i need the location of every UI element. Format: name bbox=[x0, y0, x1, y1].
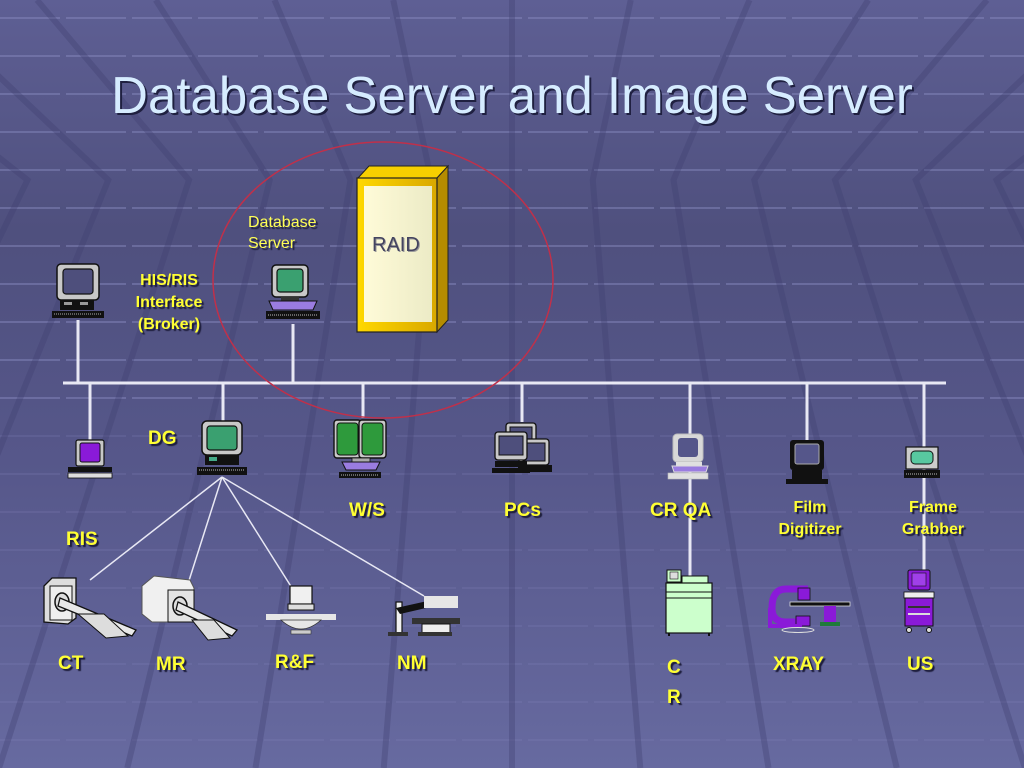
slide-title: Database Server and Image Server bbox=[111, 67, 913, 125]
gateway-computer-icon[interactable] bbox=[197, 420, 247, 475]
cr-label-line: R bbox=[667, 687, 681, 708]
film-digitizer-label-line: Film bbox=[793, 499, 827, 516]
xray-c-arm-icon[interactable] bbox=[768, 585, 851, 633]
link-dg-mr bbox=[185, 476, 223, 591]
link-dg-ct bbox=[89, 476, 223, 581]
his-ris-label-line: (Broker) bbox=[137, 316, 201, 333]
dg-label: DG bbox=[148, 428, 177, 449]
frame-grabber-label-line: Grabber bbox=[901, 521, 965, 538]
pcs-label: PCs bbox=[504, 500, 541, 521]
server-computer-icon[interactable] bbox=[266, 264, 320, 319]
raid-label: RAID bbox=[372, 234, 420, 256]
dg-modality-links bbox=[89, 476, 425, 597]
film-digitizer-computer-icon[interactable] bbox=[786, 440, 828, 484]
nm-camera-icon[interactable] bbox=[388, 596, 460, 636]
rf-label: R&F bbox=[275, 652, 315, 673]
his-ris-label-line: HIS/RIS bbox=[140, 272, 198, 289]
ws-label: W/S bbox=[349, 500, 385, 521]
database-image-server-highlight bbox=[212, 141, 554, 419]
us-label: US bbox=[907, 654, 934, 675]
nm-label: NM bbox=[397, 653, 427, 674]
ultrasound-cart-icon[interactable] bbox=[903, 569, 935, 633]
cr-qa-label: CR QA bbox=[650, 500, 712, 521]
frame-grabber-label-line: Frame bbox=[908, 499, 958, 516]
pc-cluster-icon[interactable] bbox=[492, 422, 552, 473]
database-server-label-line: Database bbox=[248, 214, 317, 231]
frame-grabber-label: Frame Grabber bbox=[889, 497, 977, 541]
ris-label: RIS bbox=[66, 529, 98, 550]
desktop-computer-icon[interactable] bbox=[52, 263, 104, 318]
cr-label: C R bbox=[667, 653, 681, 713]
mr-label: MR bbox=[156, 654, 186, 675]
raid-storage-icon[interactable] bbox=[356, 164, 450, 334]
dual-monitor-workstation-icon[interactable] bbox=[333, 419, 387, 478]
cr-label-line: C bbox=[667, 657, 681, 678]
his-ris-label-line: Interface bbox=[135, 294, 203, 311]
frame-grabber-laptop-icon[interactable] bbox=[904, 446, 940, 478]
link-dg-rf bbox=[221, 476, 293, 589]
network-lines bbox=[63, 320, 946, 585]
mr-scanner-icon[interactable] bbox=[141, 575, 239, 641]
film-digitizer-label: Film Digitizer bbox=[766, 497, 854, 541]
his-ris-broker-label: HIS/RIS Interface (Broker) bbox=[124, 270, 214, 336]
cr-reader-icon[interactable] bbox=[665, 569, 713, 636]
ris-computer-icon[interactable] bbox=[67, 439, 113, 479]
link-dg-nm bbox=[221, 476, 425, 597]
ct-label: CT bbox=[58, 653, 84, 674]
qa-computer-icon[interactable] bbox=[667, 433, 709, 480]
ct-scanner-icon[interactable] bbox=[43, 577, 137, 639]
rf-unit-icon[interactable] bbox=[266, 585, 336, 635]
database-server-label: Database Server bbox=[248, 212, 317, 254]
film-digitizer-label-line: Digitizer bbox=[778, 521, 842, 538]
xray-label: XRAY bbox=[773, 654, 825, 675]
database-server-label-line: Server bbox=[248, 235, 296, 252]
